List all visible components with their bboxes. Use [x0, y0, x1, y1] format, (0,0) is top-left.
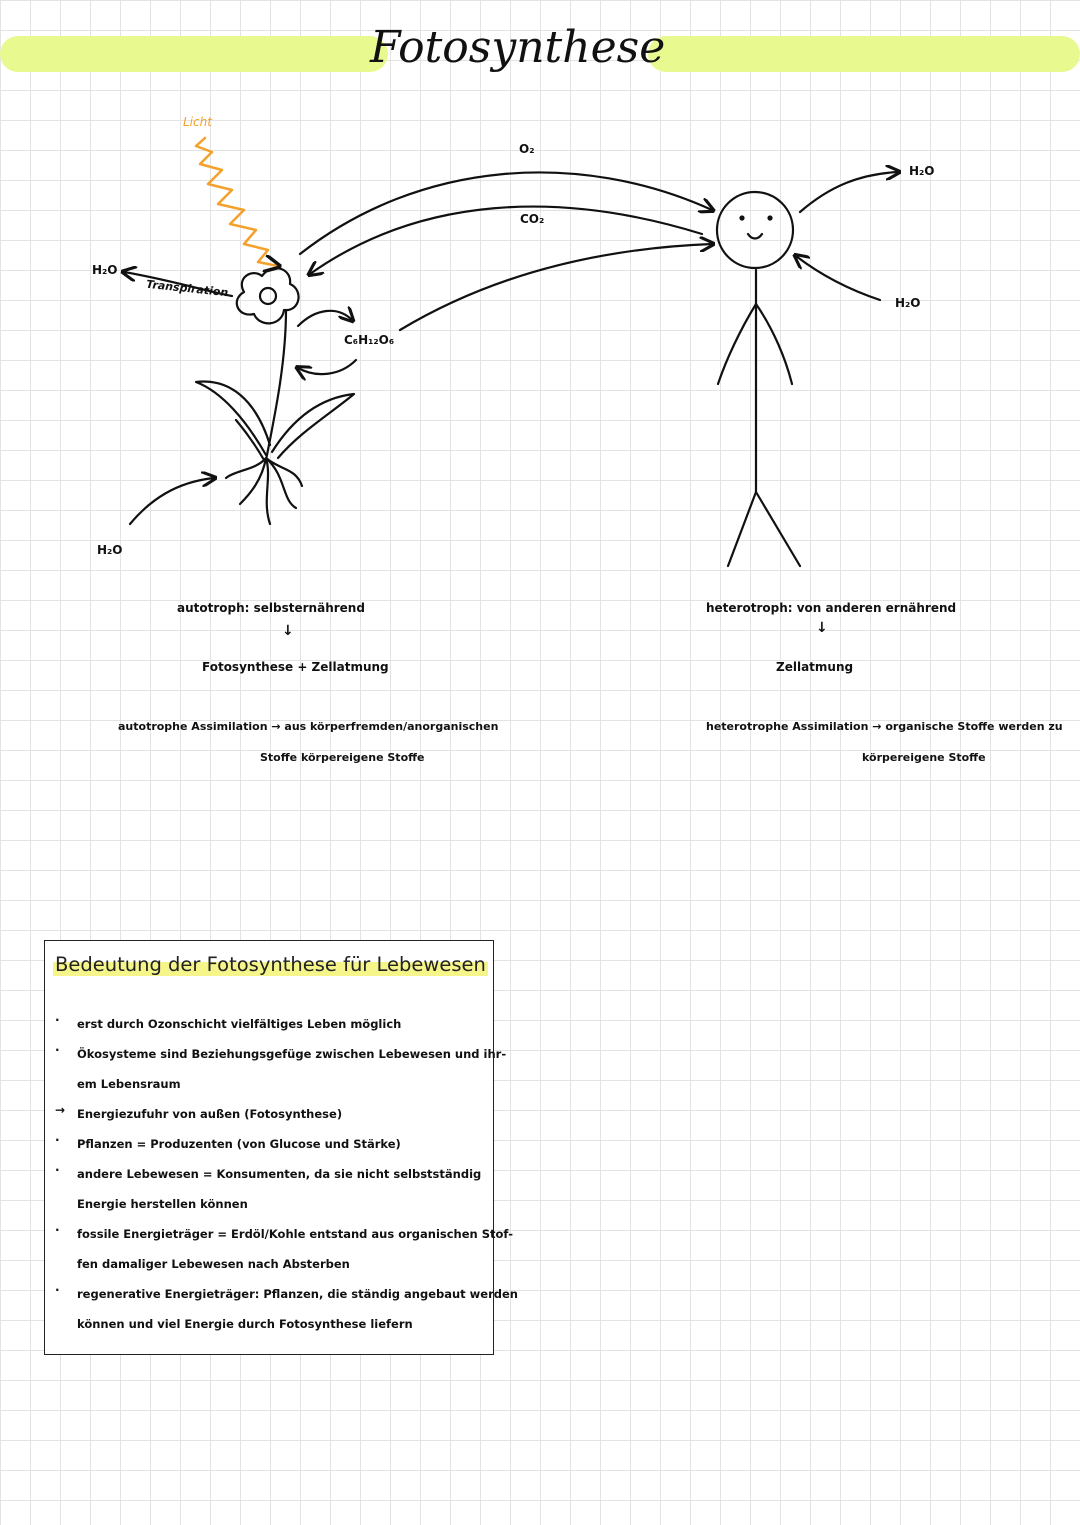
- header-highlight-right: [648, 36, 1080, 72]
- plant-leaf-right: [270, 392, 356, 460]
- water-right-top-label: H₂O: [909, 164, 935, 178]
- human-figure-icon: [715, 190, 802, 568]
- glucose-arrow-out: [296, 311, 352, 328]
- page-title: Fotosynthese: [370, 22, 666, 73]
- note-line-6: andere Lebewesen = Konsumenten, da sie n…: [77, 1167, 482, 1181]
- transpiration-arrow: [124, 272, 234, 298]
- human-water-out-arrow: [798, 172, 898, 214]
- heterotroph-arrow: ↓: [816, 620, 828, 636]
- glucose-to-human-arrow: [398, 244, 712, 332]
- note-line-3: em Lebensraum: [77, 1077, 181, 1091]
- heterotroph-processes: Zellatmung: [776, 660, 854, 674]
- note-line-7: Energie herstellen können: [77, 1197, 248, 1211]
- heterotroph-assimilation-line1: heterotrophe Assimilation → organische S…: [706, 720, 1063, 733]
- note-line-2: Ökosysteme sind Beziehungsgefüge zwische…: [77, 1047, 507, 1061]
- water-right-bottom-label: H₂O: [895, 296, 921, 310]
- human-water-in-arrow: [796, 256, 882, 302]
- note-line-11: können und viel Energie durch Fotosynthe…: [77, 1317, 413, 1331]
- note-line-8: fossile Energieträger = Erdöl/Kohle ents…: [77, 1227, 513, 1241]
- heterotroph-assimilation-line2: körpereigene Stoffe: [862, 751, 986, 764]
- note-line-5: Pflanzen = Produzenten (von Glucose und …: [77, 1137, 401, 1151]
- bullet-1: ·: [55, 1013, 60, 1027]
- water-left-label: H₂O: [92, 263, 118, 277]
- light-label: Licht: [183, 115, 212, 129]
- notes-box: Bedeutung der Fotosynthese für Lebewesen…: [44, 940, 518, 1355]
- plant-leaf-left: [194, 380, 272, 457]
- co2-label: CO₂: [520, 212, 545, 226]
- glucose-label: C₆H₁₂O₆: [344, 333, 395, 347]
- autotroph-processes: Fotosynthese + Zellatmung: [202, 660, 389, 674]
- bullet-6: ·: [55, 1223, 60, 1237]
- plant-roots-icon: [224, 456, 304, 526]
- sunlight-ray-icon: [194, 136, 278, 266]
- plant-leaf-lower: [234, 418, 266, 462]
- autotroph-arrow: ↓: [282, 623, 294, 639]
- water-bottom-label: H₂O: [97, 543, 123, 557]
- note-line-4: Energiezufuhr von außen (Fotosynthese): [77, 1107, 343, 1121]
- bullet-7: ·: [55, 1283, 60, 1297]
- co2-arrow: [310, 205, 704, 274]
- autotroph-assimilation-line2: Stoffe körpereigene Stoffe: [260, 751, 425, 764]
- bullet-2: ·: [55, 1043, 60, 1057]
- bullet-3: →: [55, 1103, 66, 1117]
- note-line-9: fen damaliger Lebewesen nach Absterben: [77, 1257, 350, 1271]
- notes-title: Bedeutung der Fotosynthese für Lebewesen: [53, 953, 488, 976]
- note-line-10: regenerative Energieträger: Pflanzen, di…: [77, 1287, 518, 1301]
- flower-icon: [235, 267, 300, 325]
- water-uptake-arrow: [128, 478, 214, 526]
- bullet-4: ·: [55, 1133, 60, 1147]
- note-line-1: erst durch Ozonschicht vielfältiges Lebe…: [77, 1017, 402, 1031]
- autotroph-definition: autotroph: selbsternährend: [177, 601, 365, 615]
- oxygen-label: O₂: [519, 142, 535, 156]
- autotroph-assimilation-line1: autotrophe Assimilation → aus körperfrem…: [118, 720, 499, 733]
- heterotroph-definition: heterotroph: von anderen ernährend: [706, 601, 957, 615]
- bullet-5: ·: [55, 1163, 60, 1177]
- header-highlight-left: [0, 36, 388, 72]
- oxygen-arrow: [298, 171, 712, 256]
- glucose-arrow-back: [298, 358, 358, 374]
